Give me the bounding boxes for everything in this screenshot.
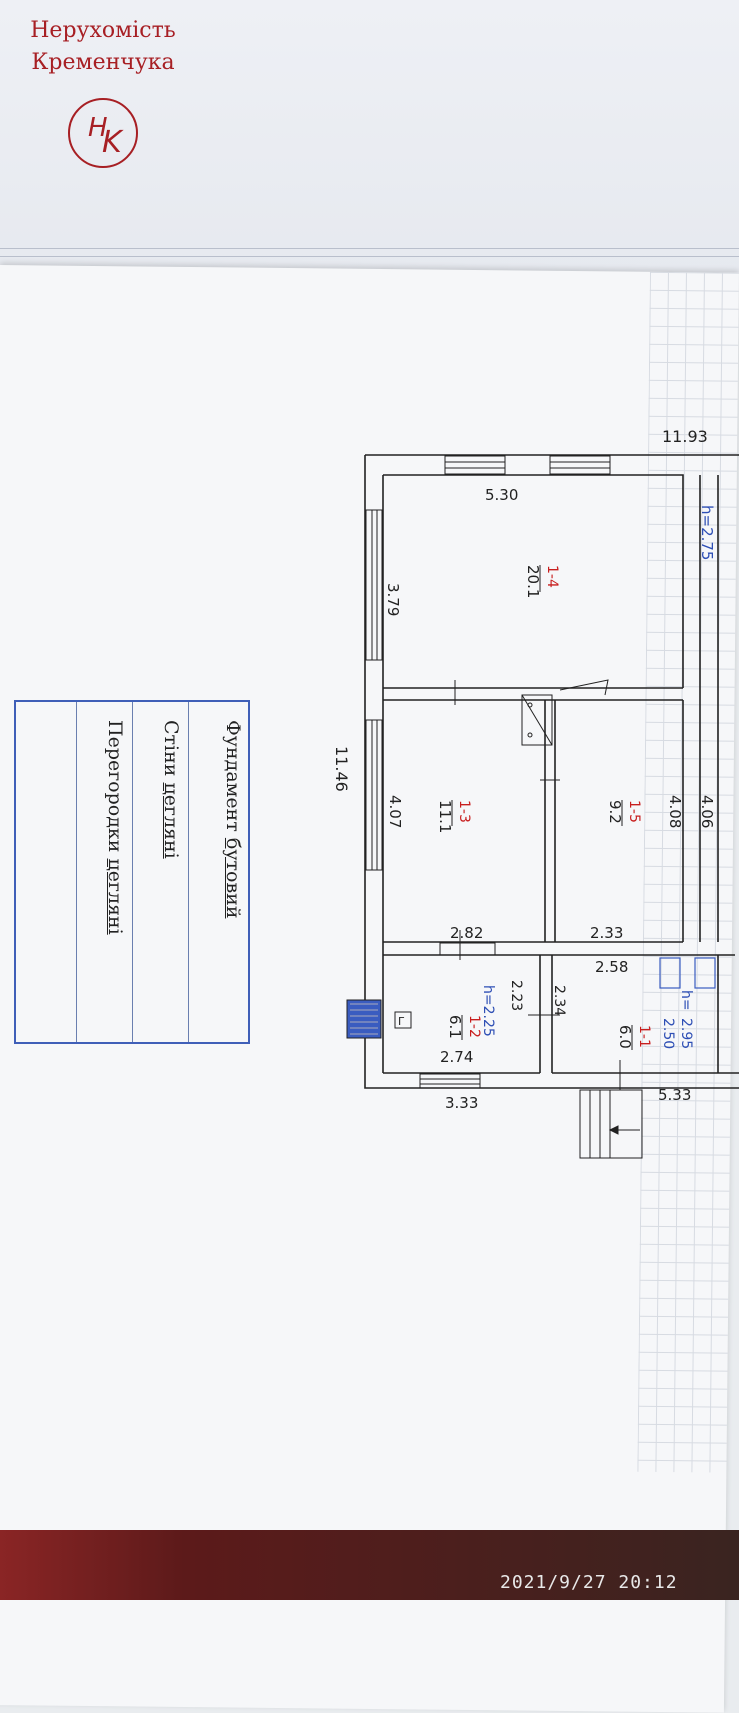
entrance-steps (579, 1089, 643, 1159)
room-1-4: 1-4 20.1 (524, 565, 560, 598)
table-surface (0, 1530, 739, 1600)
room-1-5: 1-5 9.2 (606, 800, 642, 826)
logo-seal-icon: H K (68, 98, 138, 168)
stove-icon (521, 679, 609, 746)
dim-333: 3.33 (445, 1094, 478, 1112)
gas-boiler-icon: Г (394, 1011, 412, 1029)
height-room-1-1-label: h= (678, 990, 694, 1011)
room-area: 9.2 (606, 800, 624, 824)
logo-text-line2: Кременчука (31, 50, 175, 75)
room-1-2: 1-2 6.1 (446, 1015, 482, 1040)
photo-timestamp: 2021/9/27 20:12 (500, 1572, 678, 1593)
room-id: 1-3 (456, 800, 472, 823)
dim-223: 2.23 (508, 980, 524, 1011)
dim-282: 2.82 (450, 924, 483, 942)
dim-258: 2.58 (595, 958, 628, 976)
company-logo: Нерухомість Кременчука H K (8, 8, 198, 198)
room-id: 1-2 (466, 1015, 482, 1038)
dim-408: 4.08 (666, 795, 684, 828)
dim-407: 4.07 (386, 795, 404, 828)
svg-text:H: H (88, 113, 108, 143)
dim-233: 2.33 (590, 924, 623, 942)
dim-533: 5.33 (658, 1086, 691, 1104)
dim-234: 2.34 (551, 985, 567, 1016)
floor-plan: Г 11.93 11.46 5.30 3.79 4.07 4.08 4.06 2… (332, 427, 739, 1159)
dim-overall-width: 11.46 (332, 746, 351, 792)
stove-label: Г (398, 1015, 405, 1028)
room-1-1: 1-1 6.0 (616, 1025, 652, 1050)
logo-text-line1: Нерухомість (30, 18, 176, 43)
dim-overall-length: 11.93 (662, 427, 708, 446)
height-room-1-1-top: 2.95 (678, 1018, 694, 1049)
room-area: 20.1 (524, 565, 542, 598)
room-area: 11.1 (436, 800, 454, 833)
svg-text:K: K (102, 125, 124, 160)
dim-379: 3.79 (384, 583, 402, 616)
room-id: 1-4 (544, 565, 560, 588)
height-room-1-2: h=2.25 (480, 985, 496, 1037)
dim-406: 4.06 (698, 795, 716, 828)
appliance-icons (659, 957, 716, 989)
room-area: 6.0 (616, 1025, 634, 1049)
materials-table: Фундамент бутовий Стіни цегляні Перегоро… (14, 700, 250, 1044)
back-sheet (0, 0, 739, 280)
dim-530: 5.30 (485, 486, 518, 504)
dim-274: 2.74 (440, 1048, 473, 1066)
height-main: h=2.75 (698, 505, 716, 560)
room-area: 6.1 (446, 1015, 464, 1039)
room-id: 1-5 (626, 800, 642, 823)
radiator-icon (346, 999, 382, 1039)
room-id: 1-1 (636, 1025, 652, 1048)
room-1-3: 1-3 11.1 (436, 800, 472, 833)
height-room-1-1-bottom: 2.50 (660, 1018, 676, 1049)
